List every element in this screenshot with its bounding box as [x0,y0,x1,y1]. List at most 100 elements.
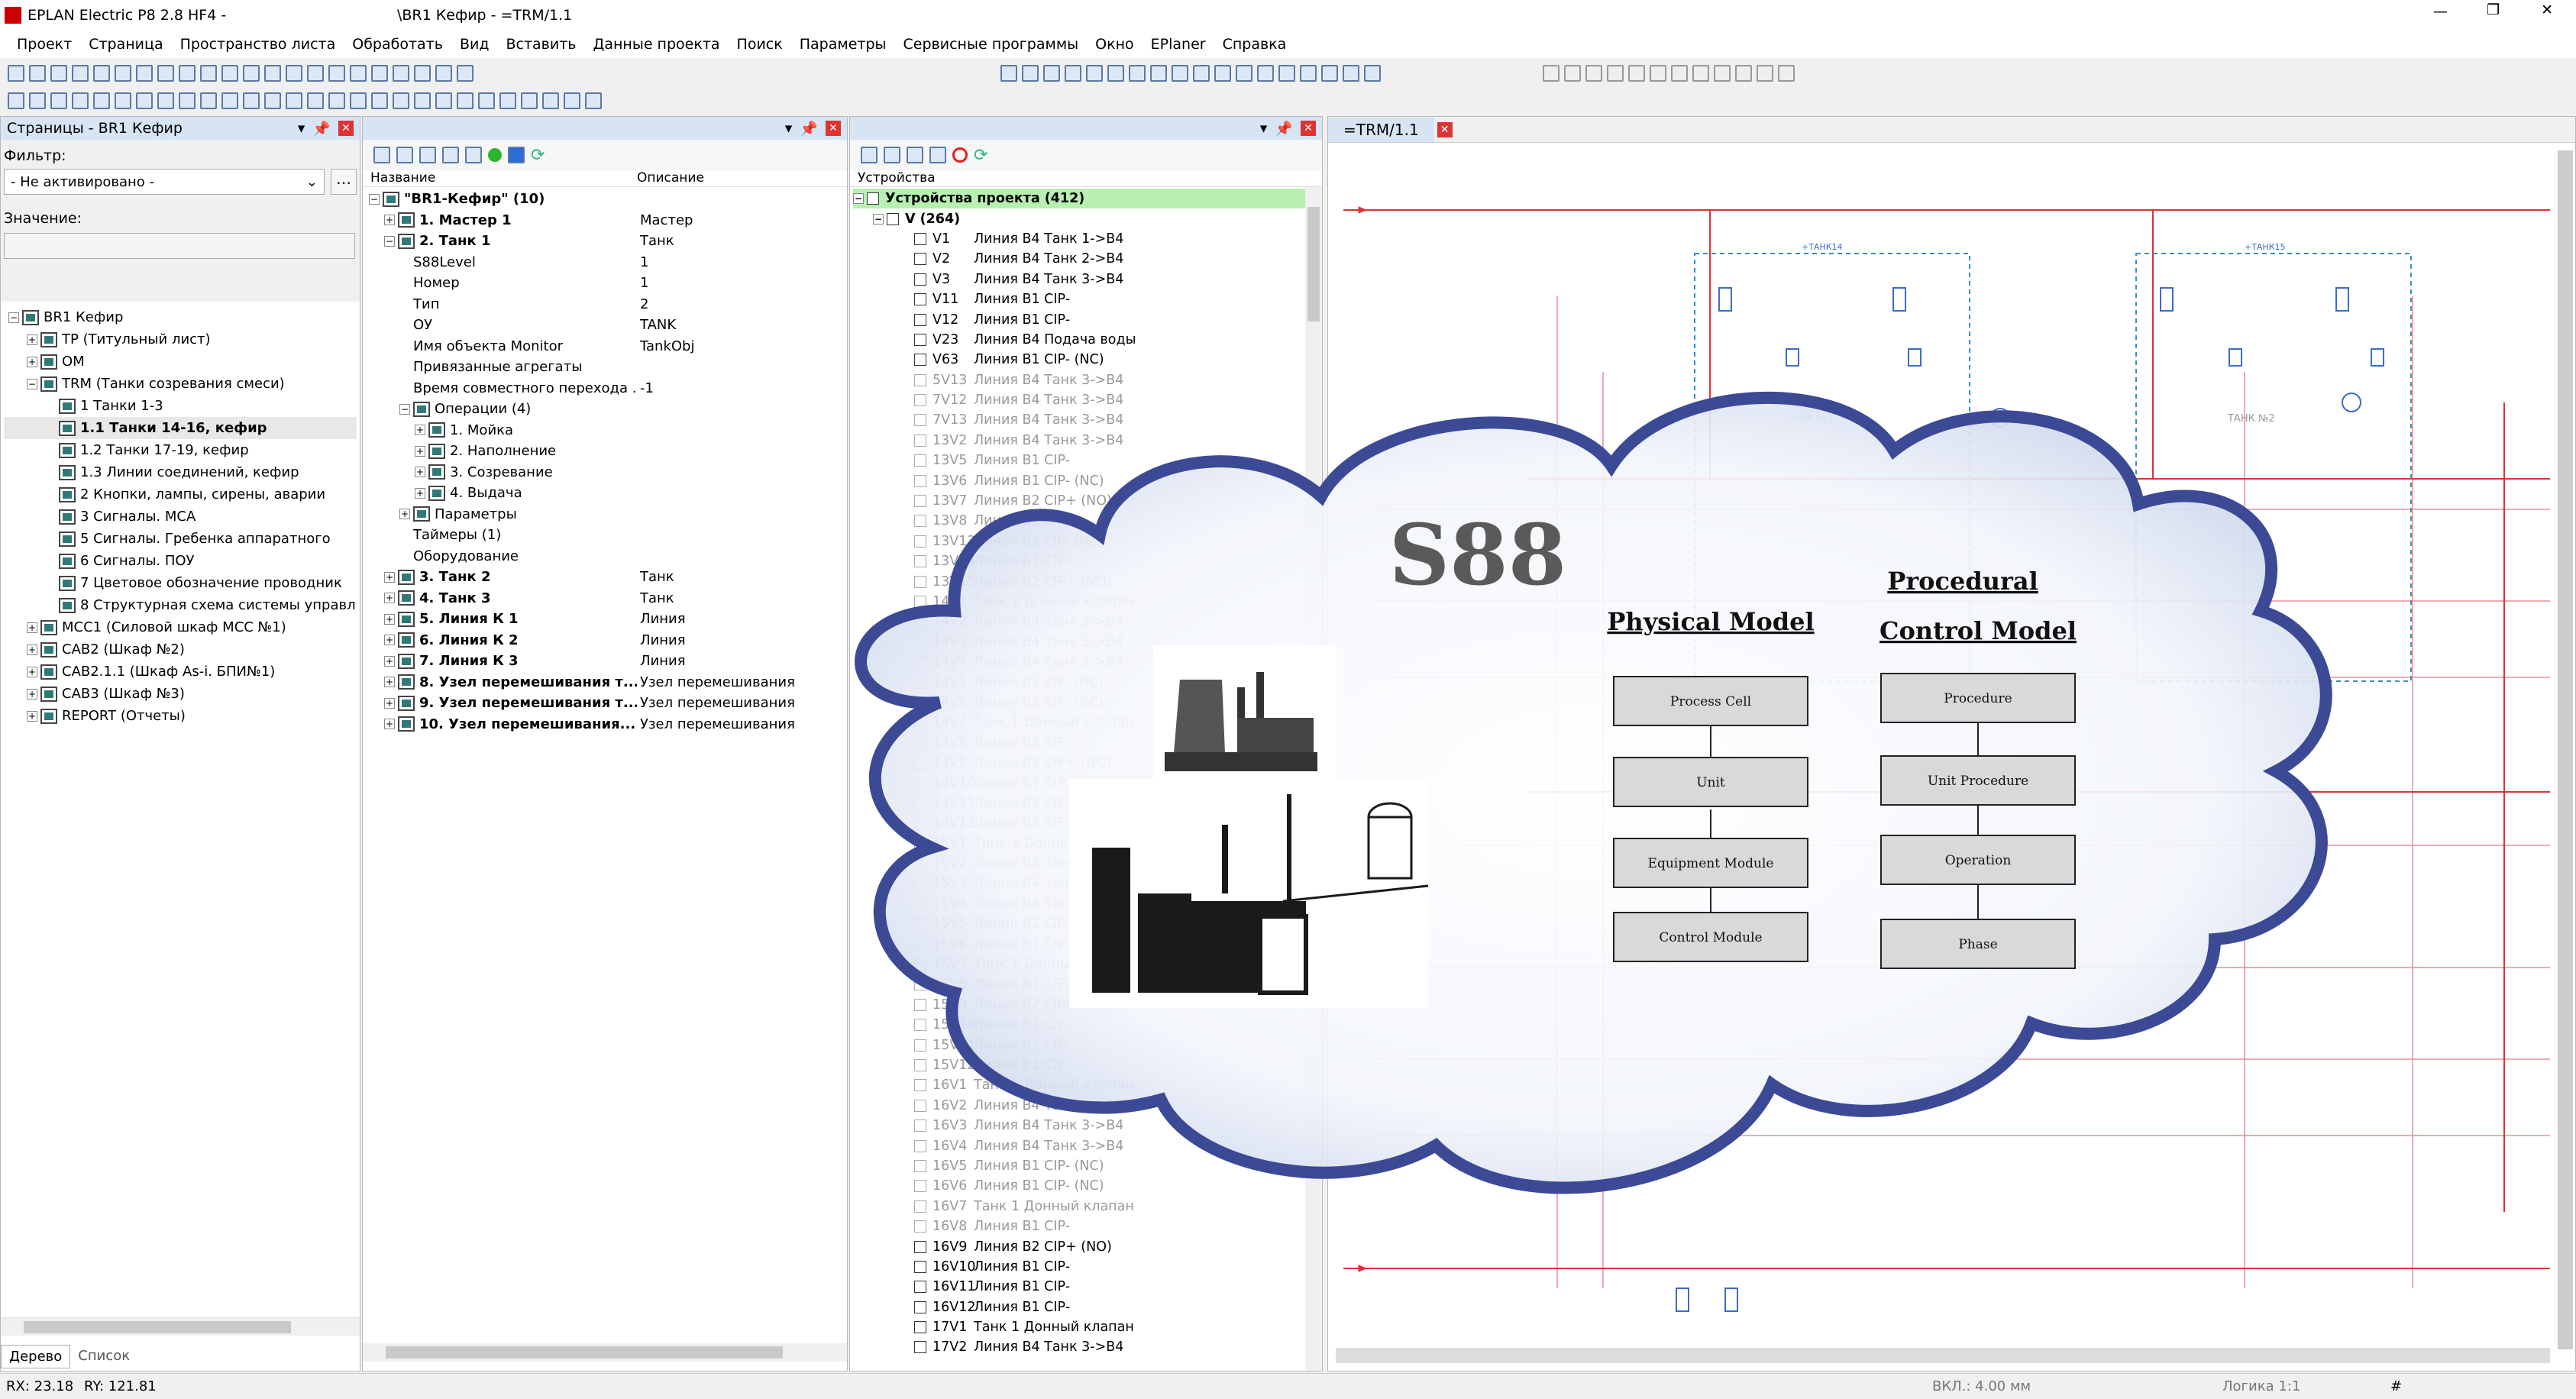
device-checkbox[interactable] [914,1180,926,1193]
toolbar-button-icon[interactable] [1043,65,1060,82]
toolbar-button-icon[interactable] [499,92,516,109]
page-tree-item[interactable]: 8 Структурная схема системы управл [4,594,357,616]
toolbar-button-icon[interactable] [435,65,452,82]
device-checkbox[interactable] [914,736,926,749]
tab-document[interactable]: =TRM/1.1 [1328,117,1434,142]
menu-item[interactable]: Параметры [799,36,887,53]
toolbar-button-icon[interactable] [136,92,153,109]
page-tree-item[interactable]: +REPORT (Отчеты) [4,705,357,727]
expand-icon[interactable]: + [27,666,37,677]
device-checkbox[interactable] [914,615,926,628]
device-checkbox[interactable] [914,958,926,971]
toolbar-button-icon[interactable] [350,65,367,82]
toolbar-button-icon[interactable] [1607,65,1624,82]
model-tree-row[interactable]: +Параметры [366,504,844,525]
toolbar-button-icon[interactable] [1086,65,1103,82]
device-checkbox[interactable] [914,253,926,266]
filter-more-button[interactable]: … [331,169,357,195]
menu-item[interactable]: Страница [89,36,163,53]
device-checkbox[interactable] [914,535,926,548]
expand-icon[interactable]: + [384,613,395,625]
toolbar-button-icon[interactable] [435,92,452,109]
toolbar-button-icon[interactable] [542,92,559,109]
toolbar-button-icon[interactable] [1714,65,1731,82]
add-step-icon[interactable] [419,147,436,163]
expand-icon[interactable]: + [384,571,395,583]
toolbar-button-icon[interactable] [328,65,345,82]
model-tree-row[interactable]: +10. Узел перемешивания...Узел перемешив… [366,714,844,735]
toolbar-button-icon[interactable] [243,65,260,82]
model-tree-row[interactable]: +4. Выдача [366,483,844,504]
toolbar-button-icon[interactable] [50,65,67,82]
toolbar-button-icon[interactable] [93,92,110,109]
filter-select[interactable]: - Не активировано - ⌄ [4,169,325,195]
toolbar-button-icon[interactable] [221,65,238,82]
devices-root[interactable]: −Устройства проекта (412) [853,189,1319,209]
toolbar-button-icon[interactable] [1300,65,1317,82]
toolbar-button-icon[interactable] [1757,65,1773,82]
expand-icon[interactable]: + [384,655,395,667]
model-tree-row[interactable]: Время совместного перехода ...-1 [366,378,844,399]
toolbar-button-icon[interactable] [564,92,580,109]
assign-icon[interactable] [861,147,878,163]
device-checkbox[interactable] [914,796,926,809]
device-checkbox[interactable] [914,414,926,427]
devices-group[interactable]: −V (264) [873,211,961,227]
toolbar-button-icon[interactable] [1692,65,1709,82]
device-checkbox[interactable] [914,313,926,326]
toolbar-button-icon[interactable] [1735,65,1752,82]
device-checkbox[interactable] [914,575,926,588]
device-checkbox[interactable] [914,333,926,346]
device-checkbox[interactable] [914,897,926,910]
device-checkbox[interactable] [914,1260,926,1273]
device-checkbox[interactable] [914,656,926,669]
expand-icon[interactable]: + [384,215,395,226]
toolbar-button-icon[interactable] [1257,65,1274,82]
menu-item[interactable]: Вставить [506,36,577,53]
toolbar-button-icon[interactable] [29,92,46,109]
toolbar-button-icon[interactable] [1585,65,1602,82]
device-checkbox[interactable] [914,495,926,508]
toolbar-button-icon[interactable] [1778,65,1795,82]
toolbar-button-icon[interactable] [414,92,431,109]
device-checkbox[interactable] [914,1120,926,1132]
expand-icon[interactable]: − [369,193,380,205]
close-panel-icon[interactable]: ✕ [826,121,841,136]
expand-icon[interactable]: + [27,334,37,345]
device-checkbox[interactable] [914,978,926,991]
dropdown-icon[interactable]: ▾ [784,120,793,137]
close-tab-icon[interactable]: ✕ [1437,121,1453,137]
toolbar-button-icon[interactable] [1065,65,1081,82]
expand-icon[interactable]: − [399,403,410,415]
expand-icon[interactable]: + [384,697,395,709]
device-checkbox[interactable] [914,918,926,931]
toolbar-button-icon[interactable] [457,92,474,109]
toolbar-button-icon[interactable] [179,92,196,109]
toolbar-button-icon[interactable] [179,65,196,82]
device-checkbox[interactable] [914,1079,926,1092]
toolbar-button-icon[interactable] [1000,65,1017,82]
pin-icon[interactable]: 📌 [800,120,818,137]
model-tree-row[interactable]: +3. Созревание [366,462,844,483]
device-checkbox[interactable] [914,1099,926,1112]
device-checkbox[interactable] [914,273,926,286]
toolbar-button-icon[interactable] [286,92,302,109]
